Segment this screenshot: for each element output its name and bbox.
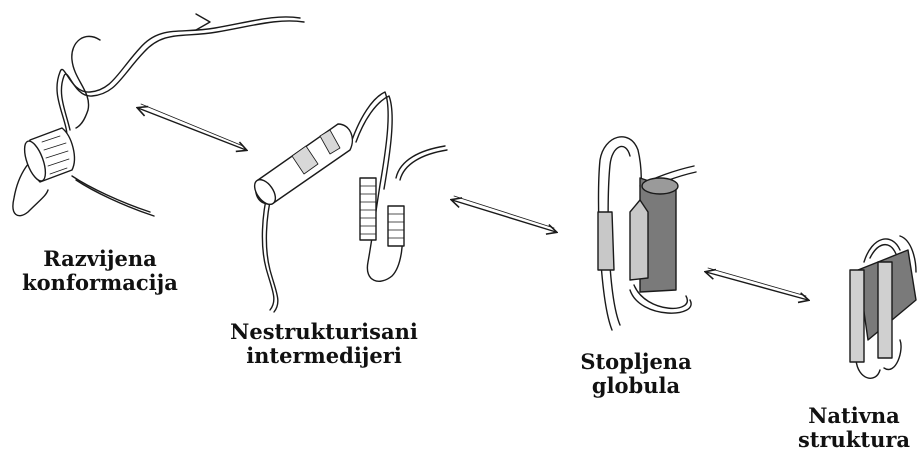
- molten-globule: [598, 137, 696, 330]
- stage-label-native: Nativna struktura: [794, 404, 914, 452]
- stage-label-unfolded: Razvijena konformacija: [10, 247, 190, 295]
- equilibrium-arrow-3-outline: [708, 268, 806, 296]
- equilibrium-arrow-2-outline: [454, 196, 554, 228]
- stage-label-native-line2: struktura: [794, 428, 914, 452]
- stage-label-unfolded-line1: Razvijena: [10, 247, 190, 271]
- stage-label-unfolded-line2: konformacija: [10, 271, 190, 295]
- unfolded-helix-segment: [20, 128, 74, 183]
- equilibrium-arrow-3: [706, 272, 808, 300]
- intermediate-short-helices: [360, 178, 404, 246]
- stage-label-native-line1: Nativna: [794, 404, 914, 428]
- native-structure: [850, 236, 916, 378]
- intermediate-helix-cylinder: [250, 124, 352, 208]
- equilibrium-arrow-2: [452, 200, 556, 232]
- stage-label-intermediates: Nestrukturisani intermedijeri: [226, 320, 422, 368]
- stage-label-intermediates-line2: intermedijeri: [226, 344, 422, 368]
- intermediate-chain: [262, 92, 447, 312]
- stage-label-molten-globule: Stopljena globula: [566, 350, 706, 398]
- equilibrium-arrow-1-outline: [141, 104, 243, 146]
- equilibrium-arrow-1: [138, 108, 246, 150]
- stage-label-molten-globule-line1: Stopljena: [566, 350, 706, 374]
- stage-label-intermediates-line1: Nestrukturisani: [226, 320, 422, 344]
- stage-label-molten-globule-line2: globula: [566, 374, 706, 398]
